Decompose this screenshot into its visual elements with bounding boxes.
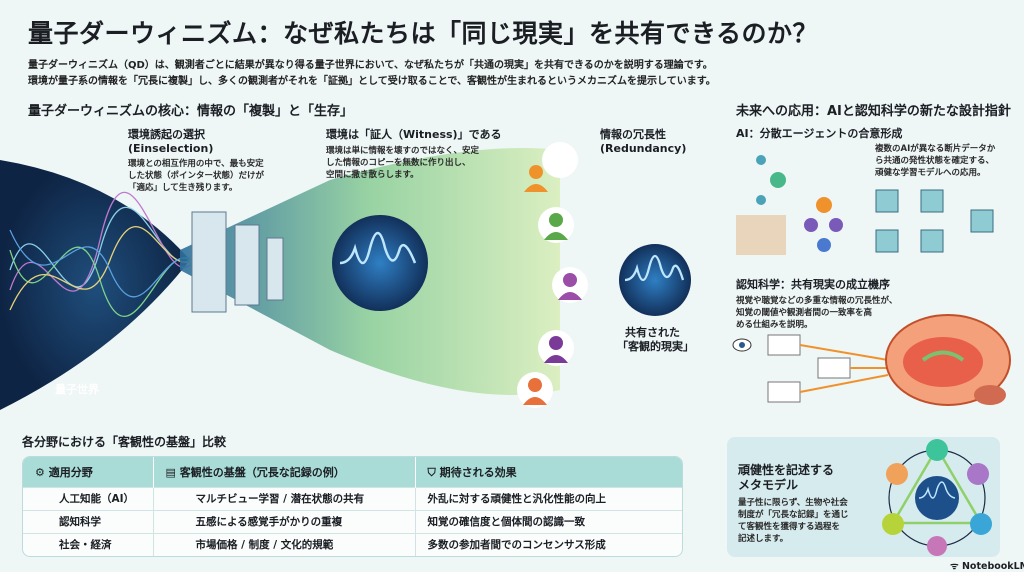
system-orb <box>332 215 428 311</box>
witness-body-1: 環境は単に情報を壊すのではなく、安定 <box>326 146 480 156</box>
table-header-row: ⚙ 適用分野 ▤ 客観性の基盤（冗長な記録の例） ⛉ 期待される効果 <box>23 457 682 487</box>
observers <box>517 142 588 408</box>
cog-body-1: 視覚や聴覚などの多重な情報の冗長性が、 <box>736 296 898 306</box>
notebooklm-brand: ᯤ NotebookLM <box>950 559 1024 572</box>
robot-icon <box>970 513 992 535</box>
meta-body-2: 制度が「冗長な記録」を通じ <box>738 510 849 520</box>
cog-body-2: 知覚の閾値や観測者間の一致率を高 <box>736 308 873 318</box>
future-heading: 未来への応用：AIと認知科学の新たな設計指針 <box>736 104 1011 119</box>
subtitle-line-2: 環境が量子系の情報を「冗長に複製」し、多くの観測者がそれを「証拠」として受け取る… <box>28 76 716 87</box>
witness-body-3: 空間に撒き散らします。 <box>326 170 419 180</box>
cell: 認知科学 <box>23 509 154 533</box>
cell: 人工知能（AI） <box>23 486 154 510</box>
cell: マルチビュー学習 / 潜在状態の共有 <box>153 486 416 510</box>
witness-body-2: した情報のコピーを無数に作り出し、 <box>326 158 471 168</box>
quantum-world-label: 量子世界 <box>55 383 99 396</box>
einselection-body-2: した状態（ポインター状態）だけが <box>128 171 265 181</box>
cell: 外乱に対する頑健性と汎化性能の向上 <box>415 486 682 510</box>
ai-body-3: 頑健な学習モデルへの応用。 <box>875 168 986 178</box>
shared-reality-label-1: 共有された <box>625 326 680 339</box>
brain-illustration <box>732 314 1011 406</box>
society-icon <box>967 463 989 485</box>
ai-title: AI：分散エージェントの合意形成 <box>736 127 903 140</box>
quantum-waves <box>9 191 191 317</box>
column-header: 適用分野 <box>48 465 93 479</box>
cell: 社会・経済 <box>23 532 154 556</box>
table-row: 人工知能（AI）マルチビュー学習 / 潜在状態の共有外乱に対する頑健性と汎化性能… <box>23 486 682 510</box>
tree-icon <box>927 536 947 556</box>
dna-icon <box>926 439 948 461</box>
notebooklm-logo-icon: ᯤ <box>950 561 962 572</box>
redundancy-title-en: (Redundancy) <box>600 142 687 155</box>
page-title: 量子ダーウィニズム：なぜ私たちは「同じ現実」を共有できるのか？ <box>28 19 819 48</box>
shield-check-icon: ⛉ <box>427 465 440 479</box>
cog-body-3: める仕組みを説明。 <box>736 320 813 330</box>
einselection-body-3: 「適応」して生き残ります。 <box>128 183 238 193</box>
einselection-title: 環境誘起の選択 <box>128 128 205 141</box>
ai-body-1: 複数のAIが異なる断片データか <box>875 144 996 154</box>
witness-title: 環境は「証人（Witness)」である <box>326 128 502 141</box>
meta-body-4: 記述します。 <box>738 534 789 544</box>
redundancy-title: 情報の冗長性 <box>600 128 666 141</box>
meta-title-1: 頑健性を記述する <box>738 463 835 477</box>
meta-title-2: メタモデル <box>738 478 799 492</box>
column-header: 客観性の基盤（冗長な記録の例） <box>179 465 345 479</box>
brand-label: NotebookLM <box>961 561 1024 572</box>
table-row: 社会・経済市場価格 / 制度 / 文化的規範多数の参加者間でのコンセンサス形成 <box>23 532 682 556</box>
core-heading: 量子ダーウィニズムの核心：情報の「複製」と「生存」 <box>28 104 354 119</box>
meta-body-3: て客観性を獲得する過程を <box>738 522 841 532</box>
comparison-heading: 各分野における「客観性の基盤」比較 <box>22 435 227 449</box>
ai-consensus-illustration <box>736 155 994 255</box>
table-row: 認知科学五感による感覚手がかりの重複知覚の確信度と個体間の認識一致 <box>23 509 682 533</box>
meta-body-1: 量子性に限らず、生物や社会 <box>738 498 848 508</box>
selection-panels <box>191 211 284 313</box>
brain-icon <box>886 463 908 485</box>
meta-model-cycle <box>882 439 992 556</box>
gear-head-icon: ⚙ <box>35 465 49 479</box>
cell: 市場価格 / 制度 / 文化的規範 <box>153 532 416 556</box>
einselection-title-en: (Einselection) <box>128 142 214 155</box>
column-header: 期待される効果 <box>439 465 517 479</box>
ai-body-2: ら共通の発性状態を確定する、 <box>875 156 995 166</box>
cell: 多数の参加者間でのコンセンサス形成 <box>415 532 682 556</box>
cell: 知覚の確信度と個体間の認識一致 <box>415 509 682 533</box>
network-icon <box>882 513 904 535</box>
document-icon: ▤ <box>165 465 180 479</box>
comparison-table: ⚙ 適用分野 ▤ 客観性の基盤（冗長な記録の例） ⛉ 期待される効果 人工知能（… <box>22 456 683 557</box>
cog-title: 認知科学：共有現実の成立機序 <box>736 278 890 291</box>
shared-reality-orb <box>619 244 691 316</box>
shared-reality-label-2: 「客観的現実」 <box>617 340 694 353</box>
cell: 五感による感覚手がかりの重複 <box>153 509 416 533</box>
subtitle-line-1: 量子ダーウィニズム（QD）は、観測者ごとに結果が異なり得る量子世界において、なぜ… <box>28 60 713 71</box>
core-diagram <box>0 142 691 410</box>
einselection-body-1: 環境との相互作用の中で、最も安定 <box>128 159 264 169</box>
